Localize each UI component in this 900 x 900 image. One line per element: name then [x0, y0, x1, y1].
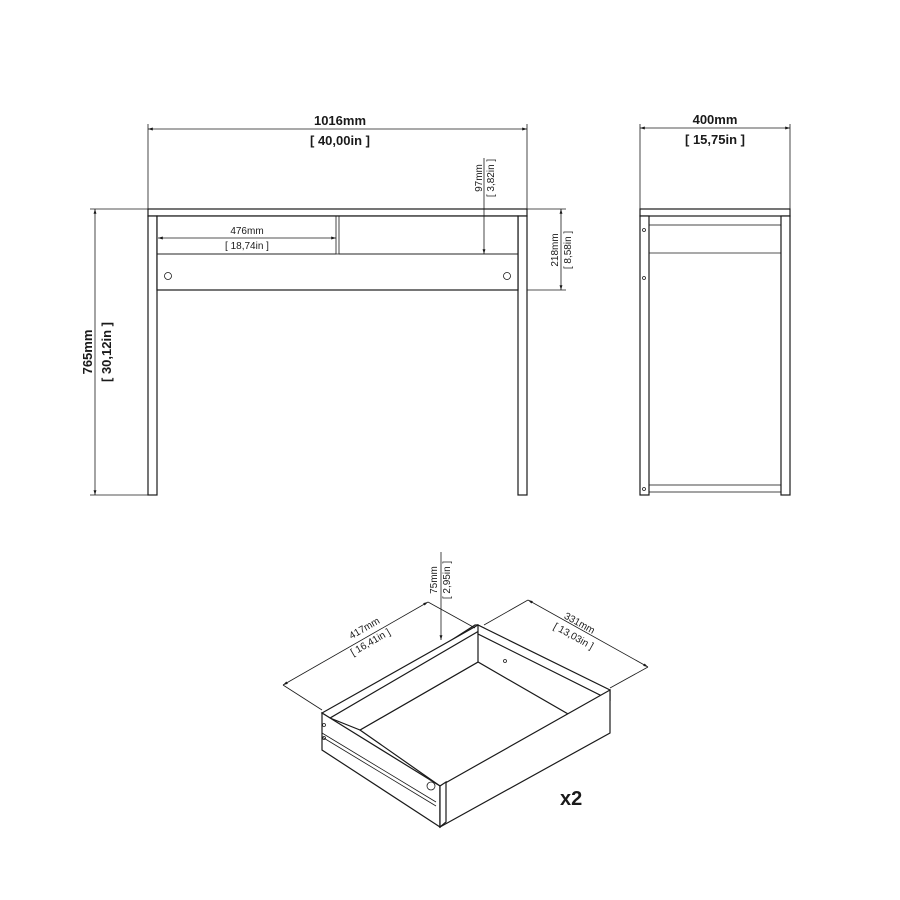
height-in: [ 30,12in ]	[99, 322, 114, 382]
height-mm: 765mm	[80, 330, 95, 375]
drawer-quantity: x2	[560, 788, 582, 810]
apron-height-mm: 218mm	[550, 233, 561, 266]
left-leg	[147, 215, 158, 496]
drawer-height-in: [ 3,82in ]	[486, 159, 497, 198]
front-view: 1016mm [ 40,00in ] 765mm [ 30,12in ] 476…	[80, 113, 574, 496]
side-front-leg	[639, 215, 650, 496]
apron-height-in: [ 8,58in ]	[563, 231, 574, 270]
side-bottom-rail	[648, 484, 782, 493]
width-mm: 1016mm	[314, 113, 366, 128]
hole	[503, 272, 511, 280]
drawer-height-mm: 75mm	[429, 566, 440, 594]
width-in: [ 40,00in ]	[310, 133, 370, 148]
drawer-height-mm: 97mm	[474, 164, 485, 192]
apron	[156, 215, 519, 291]
depth-in: [ 15,75in ]	[685, 132, 745, 147]
tabletop	[147, 208, 528, 217]
depth-mm: 400mm	[693, 112, 738, 127]
side-back-leg	[780, 215, 791, 496]
drawer-height-in: [ 2,95in ]	[442, 561, 453, 600]
right-leg	[517, 215, 528, 496]
drawer-width-mm: 476mm	[230, 226, 263, 237]
side-view: 400mm [ 15,75in ]	[639, 112, 791, 496]
drawer-isometric: 417mm [ 16,41in ] 331mm [ 13,03in ] 75mm…	[282, 552, 649, 829]
drawer-width-in: [ 18,74in ]	[225, 241, 269, 252]
hole	[164, 272, 172, 280]
side-tabletop	[639, 208, 791, 217]
